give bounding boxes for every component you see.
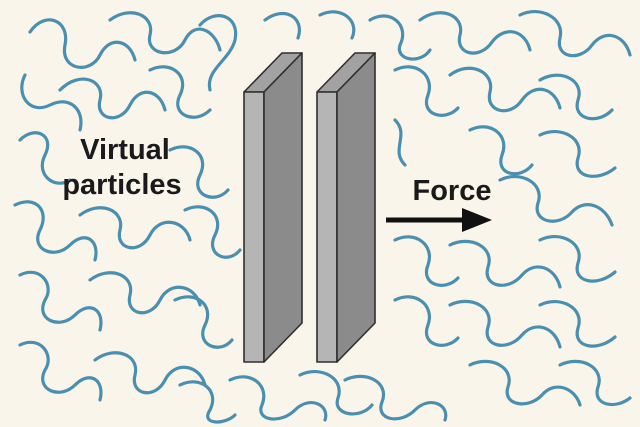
virtual-particle-wave <box>393 65 460 117</box>
virtual-particle-wave <box>173 295 234 349</box>
virtual-particle-wave <box>538 73 614 121</box>
virtual-particle-wave <box>88 271 202 315</box>
virtual-particle-wave <box>368 14 432 61</box>
virtual-particle-field <box>13 9 632 424</box>
virtual-particle-wave <box>108 11 222 55</box>
right-plate-front <box>336 52 376 363</box>
right-plate-side <box>316 91 338 363</box>
virtual-particle-wave <box>183 205 242 259</box>
virtual-particle-wave <box>393 118 407 167</box>
virtual-particle-wave <box>18 131 72 185</box>
virtual-particle-wave <box>448 239 562 289</box>
virtual-particle-wave <box>28 18 137 69</box>
virtual-particle-wave <box>393 295 460 347</box>
virtual-particles-label-line1: Virtual <box>80 134 170 166</box>
virtual-particle-wave <box>263 11 301 40</box>
virtual-particle-wave <box>178 380 237 424</box>
virtual-particle-wave <box>538 234 617 283</box>
virtual-particle-wave <box>558 359 632 407</box>
left-plate-front <box>263 52 303 363</box>
force-arrow <box>386 208 492 232</box>
force-arrow-head <box>462 208 492 232</box>
left-plate-side <box>243 91 265 363</box>
virtual-particle-wave <box>58 77 167 120</box>
virtual-particle-wave <box>93 351 207 395</box>
virtual-particle-wave <box>18 340 103 402</box>
virtual-particle-wave <box>343 374 448 422</box>
virtual-particle-wave <box>468 125 534 176</box>
virtual-particle-wave <box>148 65 212 119</box>
virtual-particle-wave <box>448 299 562 349</box>
virtual-particle-wave <box>518 9 632 58</box>
virtual-particle-wave <box>18 270 103 332</box>
virtual-particle-wave <box>538 129 617 178</box>
virtual-particle-wave <box>198 14 238 92</box>
virtual-particle-wave <box>318 10 356 40</box>
virtual-particle-wave <box>78 206 192 250</box>
virtual-particles-label-line2: particles <box>62 169 181 201</box>
virtual-particle-wave <box>448 66 562 113</box>
virtual-particle-wave <box>468 359 582 407</box>
virtual-particle-wave <box>168 145 230 199</box>
virtual-particle-wave <box>538 299 617 348</box>
force-label: Force <box>413 175 492 207</box>
left-plate <box>243 52 303 363</box>
virtual-particle-wave <box>228 375 328 422</box>
virtual-particle-wave <box>393 235 460 287</box>
virtual-particle-wave <box>13 200 98 262</box>
right-plate <box>316 52 376 363</box>
virtual-particle-wave <box>298 369 374 416</box>
virtual-particle-wave <box>498 174 614 227</box>
virtual-particle-wave <box>20 73 83 132</box>
virtual-particle-wave <box>418 11 532 55</box>
